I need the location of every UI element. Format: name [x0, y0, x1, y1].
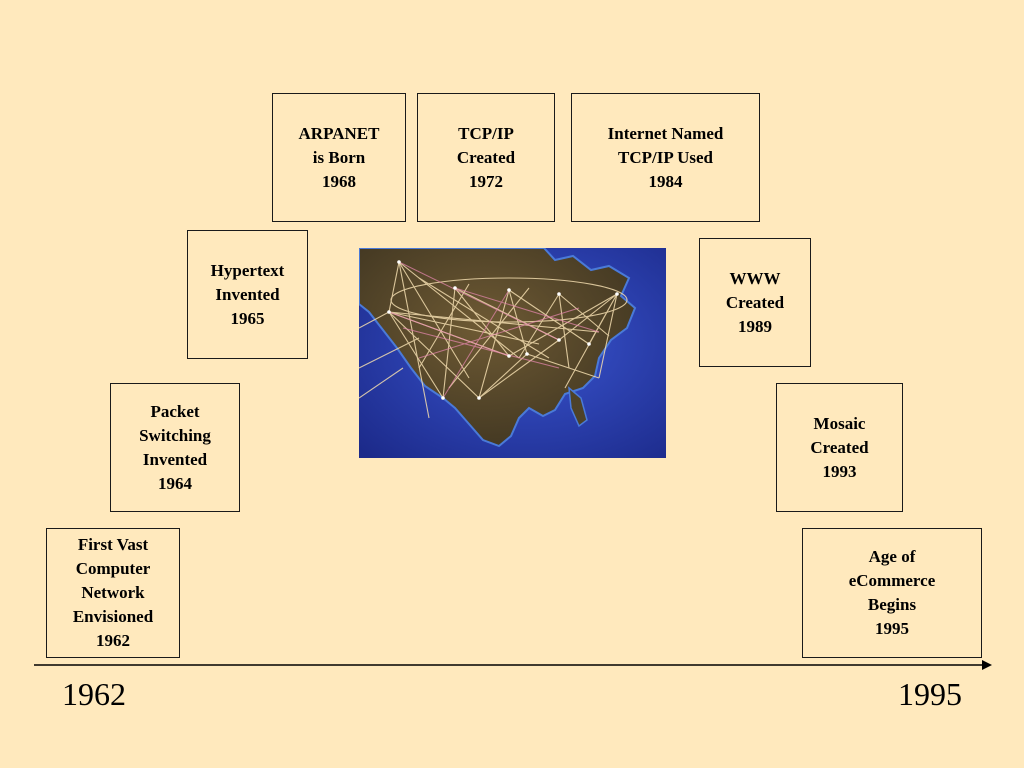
- event-box-1984: Internet Named TCP/IP Used 1984: [571, 93, 760, 222]
- event-box-1964: Packet Switching Invented 1964: [110, 383, 240, 512]
- continent-shape: [359, 248, 637, 448]
- event-year: 1965: [230, 308, 265, 328]
- event-line: eCommerce: [848, 571, 936, 590]
- event-box-1995: Age of eCommerce Begins 1995: [802, 528, 982, 658]
- event-line: Created: [810, 437, 869, 457]
- event-year: 1984: [648, 171, 683, 191]
- event-year: 1972: [469, 171, 503, 191]
- timeline-arrowhead: [982, 660, 992, 670]
- event-line: Begins: [867, 595, 917, 614]
- event-year: 1968: [322, 171, 356, 191]
- event-line: Envisioned: [72, 607, 154, 626]
- timeline-end-year: 1995: [898, 676, 962, 712]
- network-links-accent: [388, 261, 600, 399]
- event-line: WWW: [729, 268, 781, 288]
- event-line: Mosaic: [813, 413, 866, 433]
- event-year: 1964: [158, 473, 192, 493]
- event-year: 1995: [875, 619, 909, 638]
- event-line: TCP/IP: [458, 123, 514, 143]
- event-line: Invented: [142, 449, 208, 469]
- event-line: Created: [456, 147, 516, 167]
- event-line: Packet: [150, 401, 200, 421]
- event-line: Hypertext: [210, 260, 285, 280]
- event-box-1972: TCP/IP Created 1972: [417, 93, 555, 222]
- event-year: 1962: [96, 631, 130, 650]
- event-line: Network: [81, 583, 145, 602]
- event-line: Invented: [215, 284, 280, 304]
- event-year: 1989: [738, 316, 772, 336]
- network-map-image: [359, 248, 666, 458]
- event-year: 1993: [822, 461, 857, 481]
- event-line: Age of: [868, 547, 916, 566]
- event-line: Computer: [75, 559, 151, 578]
- event-line: First Vast: [77, 535, 149, 554]
- event-line: TCP/IP Used: [618, 147, 713, 167]
- peninsula-shape: [568, 386, 588, 428]
- event-box-1968: ARPANET is Born 1968: [272, 93, 406, 222]
- event-line: ARPANET: [298, 123, 380, 143]
- event-box-1993: Mosaic Created 1993: [776, 383, 903, 512]
- event-line: Switching: [139, 425, 211, 445]
- event-line: Created: [725, 292, 785, 312]
- event-line: Internet Named: [607, 123, 724, 143]
- event-box-1965: Hypertext Invented 1965: [187, 230, 308, 359]
- network-nodes: [387, 260, 619, 400]
- event-box-1989: WWW Created 1989: [699, 238, 811, 367]
- event-box-1962: First Vast Computer Network Envisioned 1…: [46, 528, 180, 658]
- event-line: is Born: [312, 147, 366, 167]
- timeline-start-year: 1962: [62, 676, 126, 712]
